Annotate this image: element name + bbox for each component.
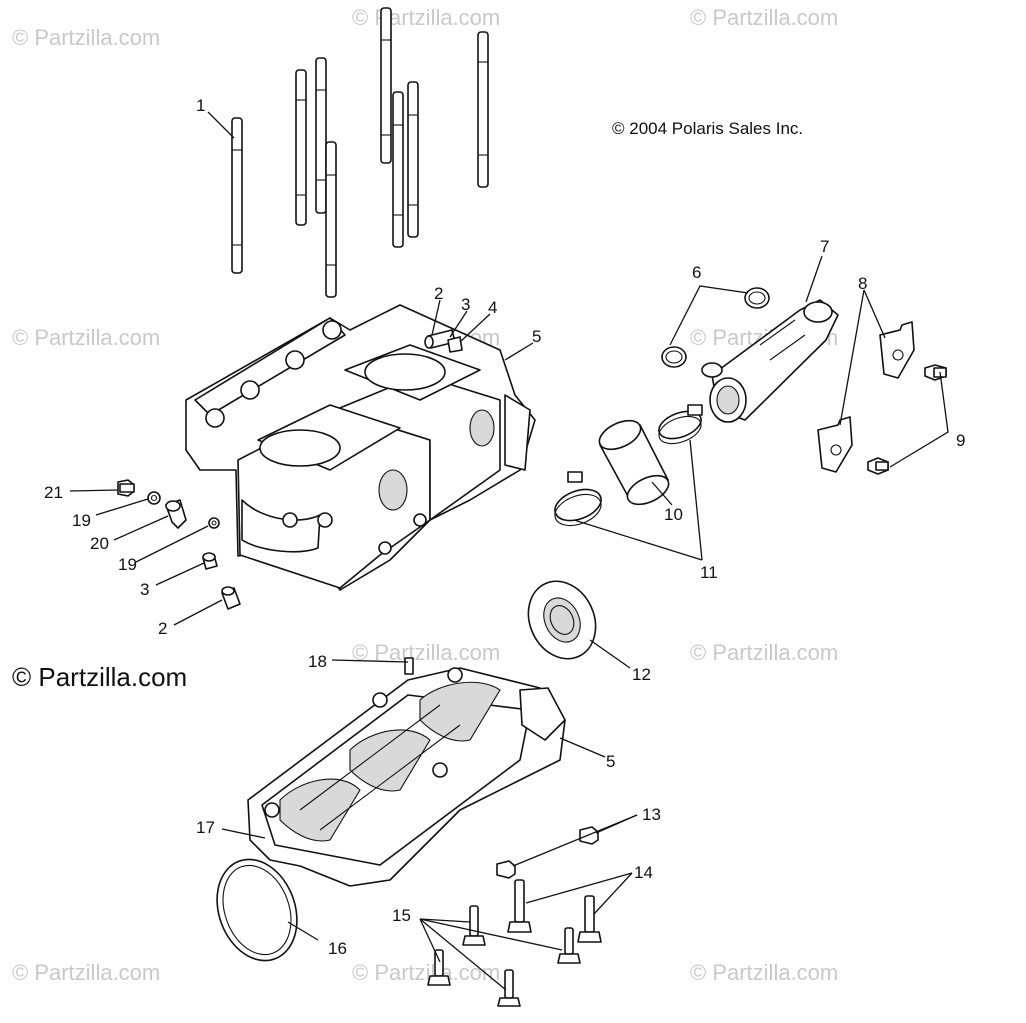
watermark-text: © Partzilla.com bbox=[12, 325, 160, 350]
callout-label-3: 3 bbox=[461, 295, 470, 314]
bolts-part-15 bbox=[427, 905, 581, 1007]
watermark-text: © Partzilla.com bbox=[690, 640, 838, 665]
callout-label-15: 15 bbox=[392, 906, 411, 925]
callout-label-8: 8 bbox=[858, 274, 867, 293]
studs-part-1 bbox=[231, 7, 489, 298]
callout-labels: 1 2 3 4 5 6 7 8 9 10 11 21 19 20 19 3 2 … bbox=[44, 96, 965, 958]
callout-label-21: 21 bbox=[44, 483, 63, 502]
crank-seal-part-12 bbox=[527, 580, 597, 660]
screws-part-9 bbox=[867, 364, 947, 475]
watermark-text: © Partzilla.com bbox=[690, 960, 838, 985]
watermark-text: © Partzilla.com bbox=[12, 25, 160, 50]
callout-label-19b: 19 bbox=[118, 555, 137, 574]
small-fittings-left bbox=[117, 479, 241, 610]
callout-label-7: 7 bbox=[820, 237, 829, 256]
callout-label-10: 10 bbox=[664, 505, 683, 524]
callout-label-12: 12 bbox=[632, 665, 651, 684]
large-o-ring-part-16 bbox=[216, 858, 298, 962]
callout-label-2b: 2 bbox=[158, 619, 167, 638]
callout-label-13: 13 bbox=[642, 805, 661, 824]
callout-label-19: 19 bbox=[72, 511, 91, 530]
callout-label-5b: 5 bbox=[606, 752, 615, 771]
callout-label-16: 16 bbox=[328, 939, 347, 958]
water-hose-part-7 bbox=[701, 299, 839, 423]
leader-lines bbox=[69, 111, 949, 991]
callout-label-11: 11 bbox=[700, 563, 718, 582]
watermark-text: © Partzilla.com bbox=[12, 960, 160, 985]
copyright-text: © 2004 Polaris Sales Inc. bbox=[612, 119, 803, 138]
watermark-text: © Partzilla.com bbox=[352, 960, 500, 985]
coupler-part-10 bbox=[598, 419, 670, 506]
callout-label-18: 18 bbox=[308, 652, 327, 671]
watermark-text: © Partzilla.com bbox=[352, 5, 500, 30]
callout-label-4: 4 bbox=[488, 298, 497, 317]
hose-clamps-part-11 bbox=[554, 404, 703, 527]
brand-logo-text: © Partzilla.com bbox=[12, 662, 187, 692]
bolts-part-14 bbox=[507, 879, 602, 943]
callout-label-5: 5 bbox=[532, 327, 541, 346]
callout-label-14: 14 bbox=[634, 863, 653, 882]
dowel-pins-2-3-4 bbox=[424, 329, 463, 353]
callout-label-20: 20 bbox=[90, 534, 109, 553]
callout-label-6: 6 bbox=[692, 263, 701, 282]
callout-label-17: 17 bbox=[196, 818, 215, 837]
upper-crankcase-part-5 bbox=[185, 304, 536, 591]
watermark-text: © Partzilla.com bbox=[690, 5, 838, 30]
lower-crankcase-part-5 bbox=[247, 657, 566, 887]
callout-label-2: 2 bbox=[434, 284, 443, 303]
callout-label-3b: 3 bbox=[140, 580, 149, 599]
callout-label-9: 9 bbox=[956, 431, 965, 450]
plugs-part-13 bbox=[496, 826, 599, 879]
callout-label-1: 1 bbox=[196, 96, 205, 115]
o-rings-part-6 bbox=[661, 287, 770, 368]
brackets-part-8 bbox=[817, 321, 915, 473]
